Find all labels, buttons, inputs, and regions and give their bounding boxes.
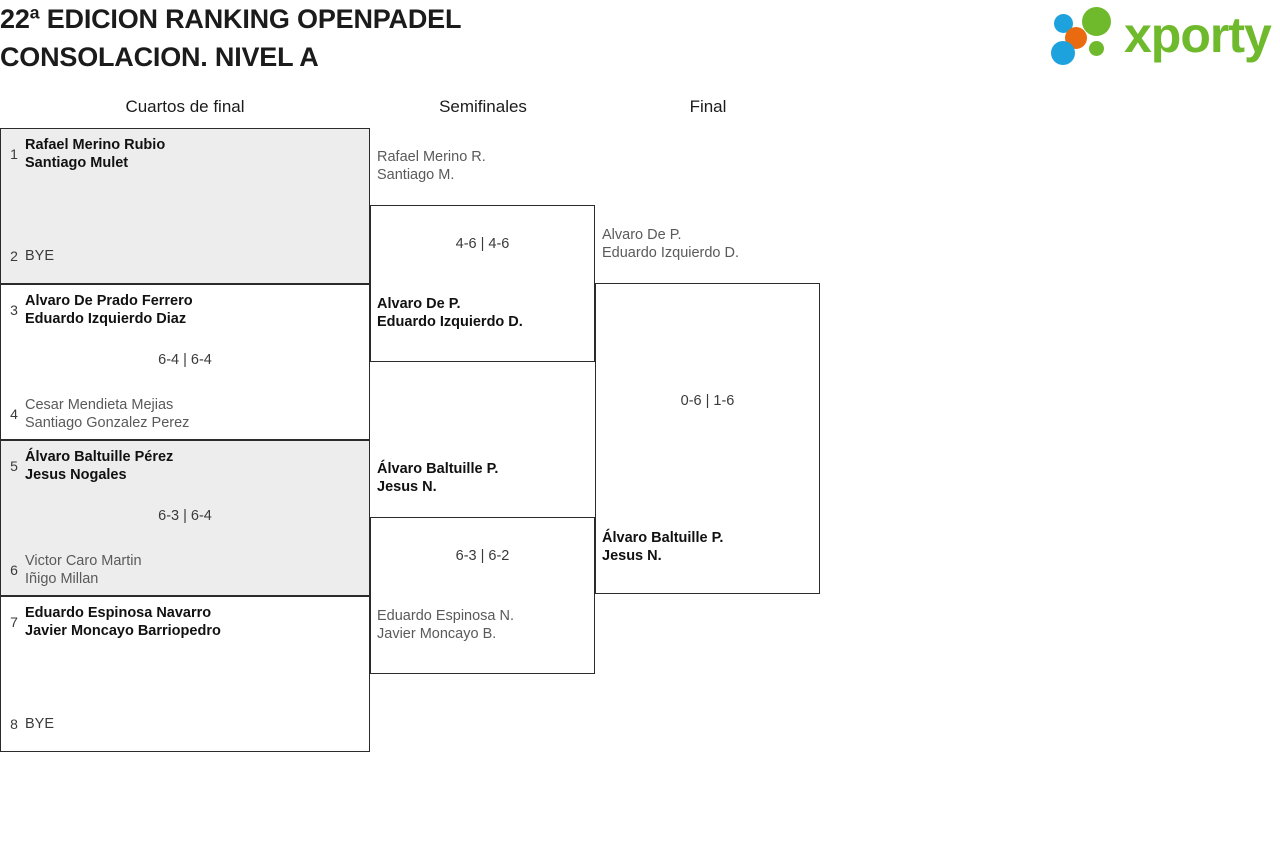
seed-number: 3 [10, 302, 18, 318]
score-final: 0-6 | 1-6 [680, 393, 735, 409]
match-box-quarterfinal-4[interactable] [0, 596, 370, 752]
team-final-top[interactable]: Alvaro De P. Eduardo Izquierdo D. [602, 226, 813, 262]
player-name: BYE [25, 248, 55, 264]
team-quarterfinal-4-bottom[interactable]: 8 BYE [3, 715, 363, 733]
seed-number: 5 [10, 458, 18, 474]
player-name: Santiago M. [377, 167, 455, 183]
round-header-semifinals: Semifinales [439, 97, 527, 116]
player-name: Jesus N. [377, 479, 437, 495]
page-title: 22ª EDICION RANKING OPENPADEL CONSOLACIO… [0, 4, 462, 72]
logo-dot-blue-top [1054, 14, 1073, 33]
player-name: Santiago Mulet [25, 155, 129, 171]
team-semifinal-2-top[interactable]: Álvaro Baltuille P. Jesus N. [377, 460, 588, 496]
logo-dots-icon [1048, 6, 1124, 68]
player-name: Javier Moncayo B. [377, 626, 497, 642]
player-name: Álvaro Baltuille P. [602, 530, 724, 546]
logo-dot-green-large [1082, 7, 1111, 36]
player-name: Cesar Mendieta Mejias [25, 397, 174, 413]
seed-number: 8 [10, 716, 18, 732]
team-players: BYE [25, 247, 54, 265]
score-quarterfinal-2: 6-4 | 6-4 [158, 352, 212, 368]
team-players: Rafael Merino R. Santiago M. [377, 148, 486, 184]
score-semifinal-1: 4-6 | 4-6 [455, 236, 510, 252]
team-players: Alvaro De P. Eduardo Izquierdo D. [602, 226, 739, 262]
match-box-final[interactable] [595, 283, 820, 594]
player-name: Álvaro Baltuille P. [377, 461, 499, 477]
score-quarterfinal-3: 6-3 | 6-4 [158, 508, 212, 524]
seed-number: 4 [10, 406, 18, 422]
player-name: Eduardo Izquierdo D. [602, 245, 740, 261]
team-players: Alvaro De P. Eduardo Izquierdo D. [377, 295, 523, 331]
round-header-final: Final [689, 97, 727, 116]
team-semifinal-1-top[interactable]: Rafael Merino R. Santiago M. [377, 148, 588, 184]
team-players: Álvaro Baltuille P. Jesus N. [377, 460, 498, 496]
team-players: BYE [25, 715, 54, 733]
match-box-semifinal-2[interactable] [370, 517, 595, 674]
seed-number: 7 [10, 614, 18, 630]
player-name: Rafael Merino Rubio [25, 137, 166, 153]
match-box-quarterfinal-1[interactable] [0, 128, 370, 284]
seed-number: 1 [10, 146, 18, 162]
match-box-quarterfinal-2[interactable] [0, 284, 370, 440]
player-name: BYE [25, 716, 55, 732]
player-name: Eduardo Espinosa Navarro [25, 605, 212, 621]
team-final-bottom[interactable]: Álvaro Baltuille P. Jesus N. [602, 529, 813, 565]
team-players: Álvaro Baltuille P. Jesus N. [602, 529, 723, 565]
seed-number: 2 [10, 248, 18, 264]
team-semifinal-1-bottom[interactable]: Alvaro De P. Eduardo Izquierdo D. [377, 295, 588, 331]
match-box-quarterfinal-3[interactable] [0, 440, 370, 596]
team-quarterfinal-1-bottom[interactable]: 2 BYE [3, 247, 363, 265]
player-name: Iñigo Millan [25, 571, 99, 587]
logo-wordmark: xporty [1124, 7, 1272, 63]
player-name: Jesus Nogales [25, 467, 127, 483]
logo-dot-blue-bottom [1051, 41, 1075, 65]
player-name: Eduardo Espinosa N. [377, 608, 515, 624]
team-semifinal-2-bottom[interactable]: Eduardo Espinosa N. Javier Moncayo B. [377, 607, 588, 643]
player-name: Javier Moncayo Barriopedro [25, 623, 221, 639]
match-box-semifinal-1[interactable] [370, 205, 595, 362]
player-name: Eduardo Izquierdo Diaz [25, 311, 187, 327]
player-name: Victor Caro Martin [25, 553, 142, 569]
player-name: Eduardo Izquierdo D. [377, 314, 523, 330]
player-name: Santiago Gonzalez Perez [25, 415, 190, 431]
player-name: Álvaro Baltuille Pérez [25, 449, 174, 465]
player-name: Alvaro De Prado Ferrero [25, 293, 193, 309]
player-name: Alvaro De P. [602, 227, 682, 243]
player-name: Jesus N. [602, 548, 662, 564]
team-players: Eduardo Espinosa N. Javier Moncayo B. [377, 607, 514, 643]
round-header-quarterfinals: Cuartos de final [125, 97, 245, 116]
score-semifinal-2: 6-3 | 6-2 [455, 548, 510, 564]
player-name: Rafael Merino R. [377, 149, 486, 165]
player-name: Alvaro De P. [377, 296, 461, 312]
seed-number: 6 [10, 562, 18, 578]
xporty-logo: xporty [1048, 6, 1276, 68]
logo-dot-green-small [1089, 41, 1104, 56]
